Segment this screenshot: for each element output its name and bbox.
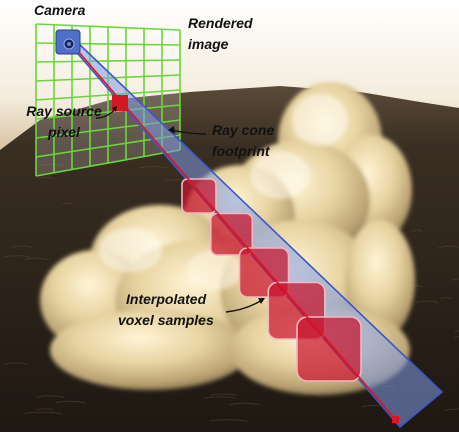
cloud-highlights	[98, 94, 348, 290]
voxel-sample	[210, 212, 254, 256]
camera-icon	[55, 29, 81, 55]
arrow-voxel	[225, 298, 265, 313]
arrow-ray-cone	[168, 126, 207, 135]
label-voxel-line1: Interpolated	[126, 291, 207, 307]
label-rendered-image-line1: Rendered	[188, 15, 253, 31]
voxel-samples	[181, 178, 362, 382]
voxel-sample	[181, 178, 217, 214]
voxel-sample	[296, 316, 362, 382]
label-rendered-image-line2: image	[188, 36, 229, 52]
label-ray-source-line1: Ray source	[26, 103, 102, 119]
label-ray-cone-line2: footprint	[212, 143, 270, 159]
arrow-ray-source	[95, 106, 117, 119]
label-voxel-line2: voxel samples	[118, 312, 214, 328]
label-ray-cone-line1: Ray cone	[212, 122, 275, 138]
ray-end-marker	[392, 416, 399, 423]
label-ray-source-line2: pixel	[48, 124, 80, 140]
label-camera: Camera	[34, 2, 86, 18]
